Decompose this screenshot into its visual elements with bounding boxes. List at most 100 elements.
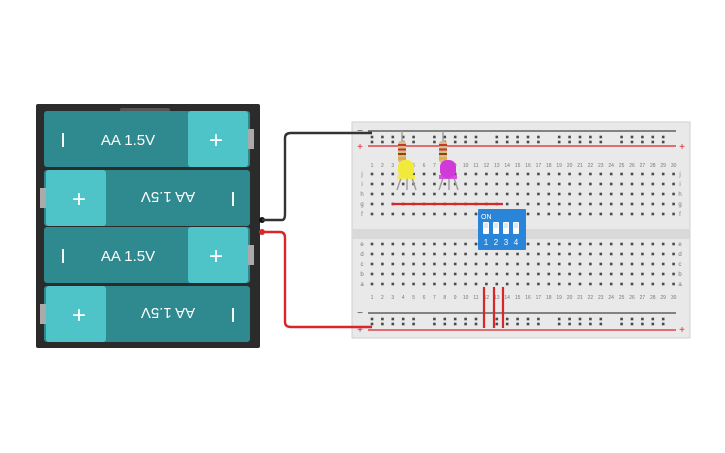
hole[interactable] <box>464 282 467 286</box>
hole[interactable] <box>526 172 530 176</box>
hole[interactable] <box>474 172 478 176</box>
hole[interactable] <box>630 192 634 196</box>
hole[interactable] <box>568 272 571 276</box>
hole[interactable] <box>630 202 634 206</box>
hole[interactable] <box>651 262 655 266</box>
rail-hole[interactable] <box>537 322 540 326</box>
hole[interactable] <box>557 182 561 186</box>
hole[interactable] <box>485 252 488 256</box>
hole[interactable] <box>453 282 457 286</box>
rail-hole[interactable] <box>433 140 436 144</box>
hole[interactable] <box>495 252 499 256</box>
hole[interactable] <box>474 242 478 246</box>
hole[interactable] <box>401 242 405 246</box>
hole[interactable] <box>651 202 655 206</box>
rail-hole[interactable] <box>641 322 644 326</box>
hole[interactable] <box>599 252 603 256</box>
rail-hole[interactable] <box>412 140 415 144</box>
hole[interactable] <box>453 272 457 276</box>
hole[interactable] <box>464 192 467 196</box>
hole[interactable] <box>599 262 603 266</box>
hole[interactable] <box>672 272 675 276</box>
hole[interactable] <box>464 172 467 176</box>
rail-hole[interactable] <box>537 317 540 321</box>
hole[interactable] <box>516 252 519 256</box>
hole[interactable] <box>620 172 623 176</box>
rail-hole[interactable] <box>568 140 571 144</box>
hole[interactable] <box>370 272 374 276</box>
hole[interactable] <box>672 242 675 246</box>
hole[interactable] <box>505 202 509 206</box>
hole[interactable] <box>433 282 436 286</box>
hole[interactable] <box>516 192 519 196</box>
hole[interactable] <box>474 192 478 196</box>
hole[interactable] <box>609 272 613 276</box>
rail-hole[interactable] <box>464 140 467 144</box>
rail-hole[interactable] <box>537 140 540 144</box>
resistor[interactable] <box>398 131 406 168</box>
hole[interactable] <box>672 172 675 176</box>
hole[interactable] <box>651 282 655 286</box>
hole[interactable] <box>620 242 623 246</box>
hole[interactable] <box>672 262 675 266</box>
hole[interactable] <box>453 242 457 246</box>
hole[interactable] <box>578 192 582 196</box>
rail-hole[interactable] <box>495 322 499 326</box>
rail-hole[interactable] <box>661 135 665 139</box>
hole[interactable] <box>412 282 415 286</box>
hole[interactable] <box>412 172 415 176</box>
hole[interactable] <box>620 262 623 266</box>
rail-hole[interactable] <box>453 322 457 326</box>
hole[interactable] <box>505 252 509 256</box>
hole[interactable] <box>537 192 540 196</box>
dip-switch-lever[interactable] <box>494 223 498 228</box>
magenta-led[interactable] <box>438 160 459 191</box>
rail-hole[interactable] <box>557 322 561 326</box>
rail-hole[interactable] <box>641 135 644 139</box>
hole[interactable] <box>609 262 613 266</box>
hole[interactable] <box>516 262 519 266</box>
hole[interactable] <box>443 242 447 246</box>
rail-hole[interactable] <box>401 135 405 139</box>
hole[interactable] <box>537 212 540 216</box>
hole[interactable] <box>516 282 519 286</box>
hole[interactable] <box>537 282 540 286</box>
hole[interactable] <box>516 272 519 276</box>
hole[interactable] <box>661 202 665 206</box>
hole[interactable] <box>464 212 467 216</box>
rail-hole[interactable] <box>557 317 561 321</box>
hole[interactable] <box>495 262 499 266</box>
hole[interactable] <box>391 182 395 186</box>
hole[interactable] <box>433 192 436 196</box>
rail-hole[interactable] <box>661 317 665 321</box>
hole[interactable] <box>672 212 675 216</box>
hole[interactable] <box>557 202 561 206</box>
rail-hole[interactable] <box>453 135 457 139</box>
hole[interactable] <box>609 252 613 256</box>
rail-hole[interactable] <box>620 322 623 326</box>
hole[interactable] <box>557 192 561 196</box>
hole[interactable] <box>547 172 551 176</box>
rail-hole[interactable] <box>474 140 478 144</box>
hole[interactable] <box>547 252 551 256</box>
rail-hole[interactable] <box>391 322 395 326</box>
rail-hole[interactable] <box>568 135 571 139</box>
hole[interactable] <box>620 202 623 206</box>
hole[interactable] <box>422 282 426 286</box>
hole[interactable] <box>568 192 571 196</box>
hole[interactable] <box>557 282 561 286</box>
hole[interactable] <box>526 272 530 276</box>
rail-hole[interactable] <box>381 135 384 139</box>
rail-hole[interactable] <box>474 317 478 321</box>
hole[interactable] <box>381 262 384 266</box>
hole[interactable] <box>599 212 603 216</box>
hole[interactable] <box>495 272 499 276</box>
rail-hole[interactable] <box>464 322 467 326</box>
rail-hole[interactable] <box>537 135 540 139</box>
rail-hole[interactable] <box>516 135 519 139</box>
hole[interactable] <box>557 242 561 246</box>
rail-hole[interactable] <box>401 322 405 326</box>
hole[interactable] <box>599 182 603 186</box>
hole[interactable] <box>464 262 467 266</box>
hole[interactable] <box>630 262 634 266</box>
